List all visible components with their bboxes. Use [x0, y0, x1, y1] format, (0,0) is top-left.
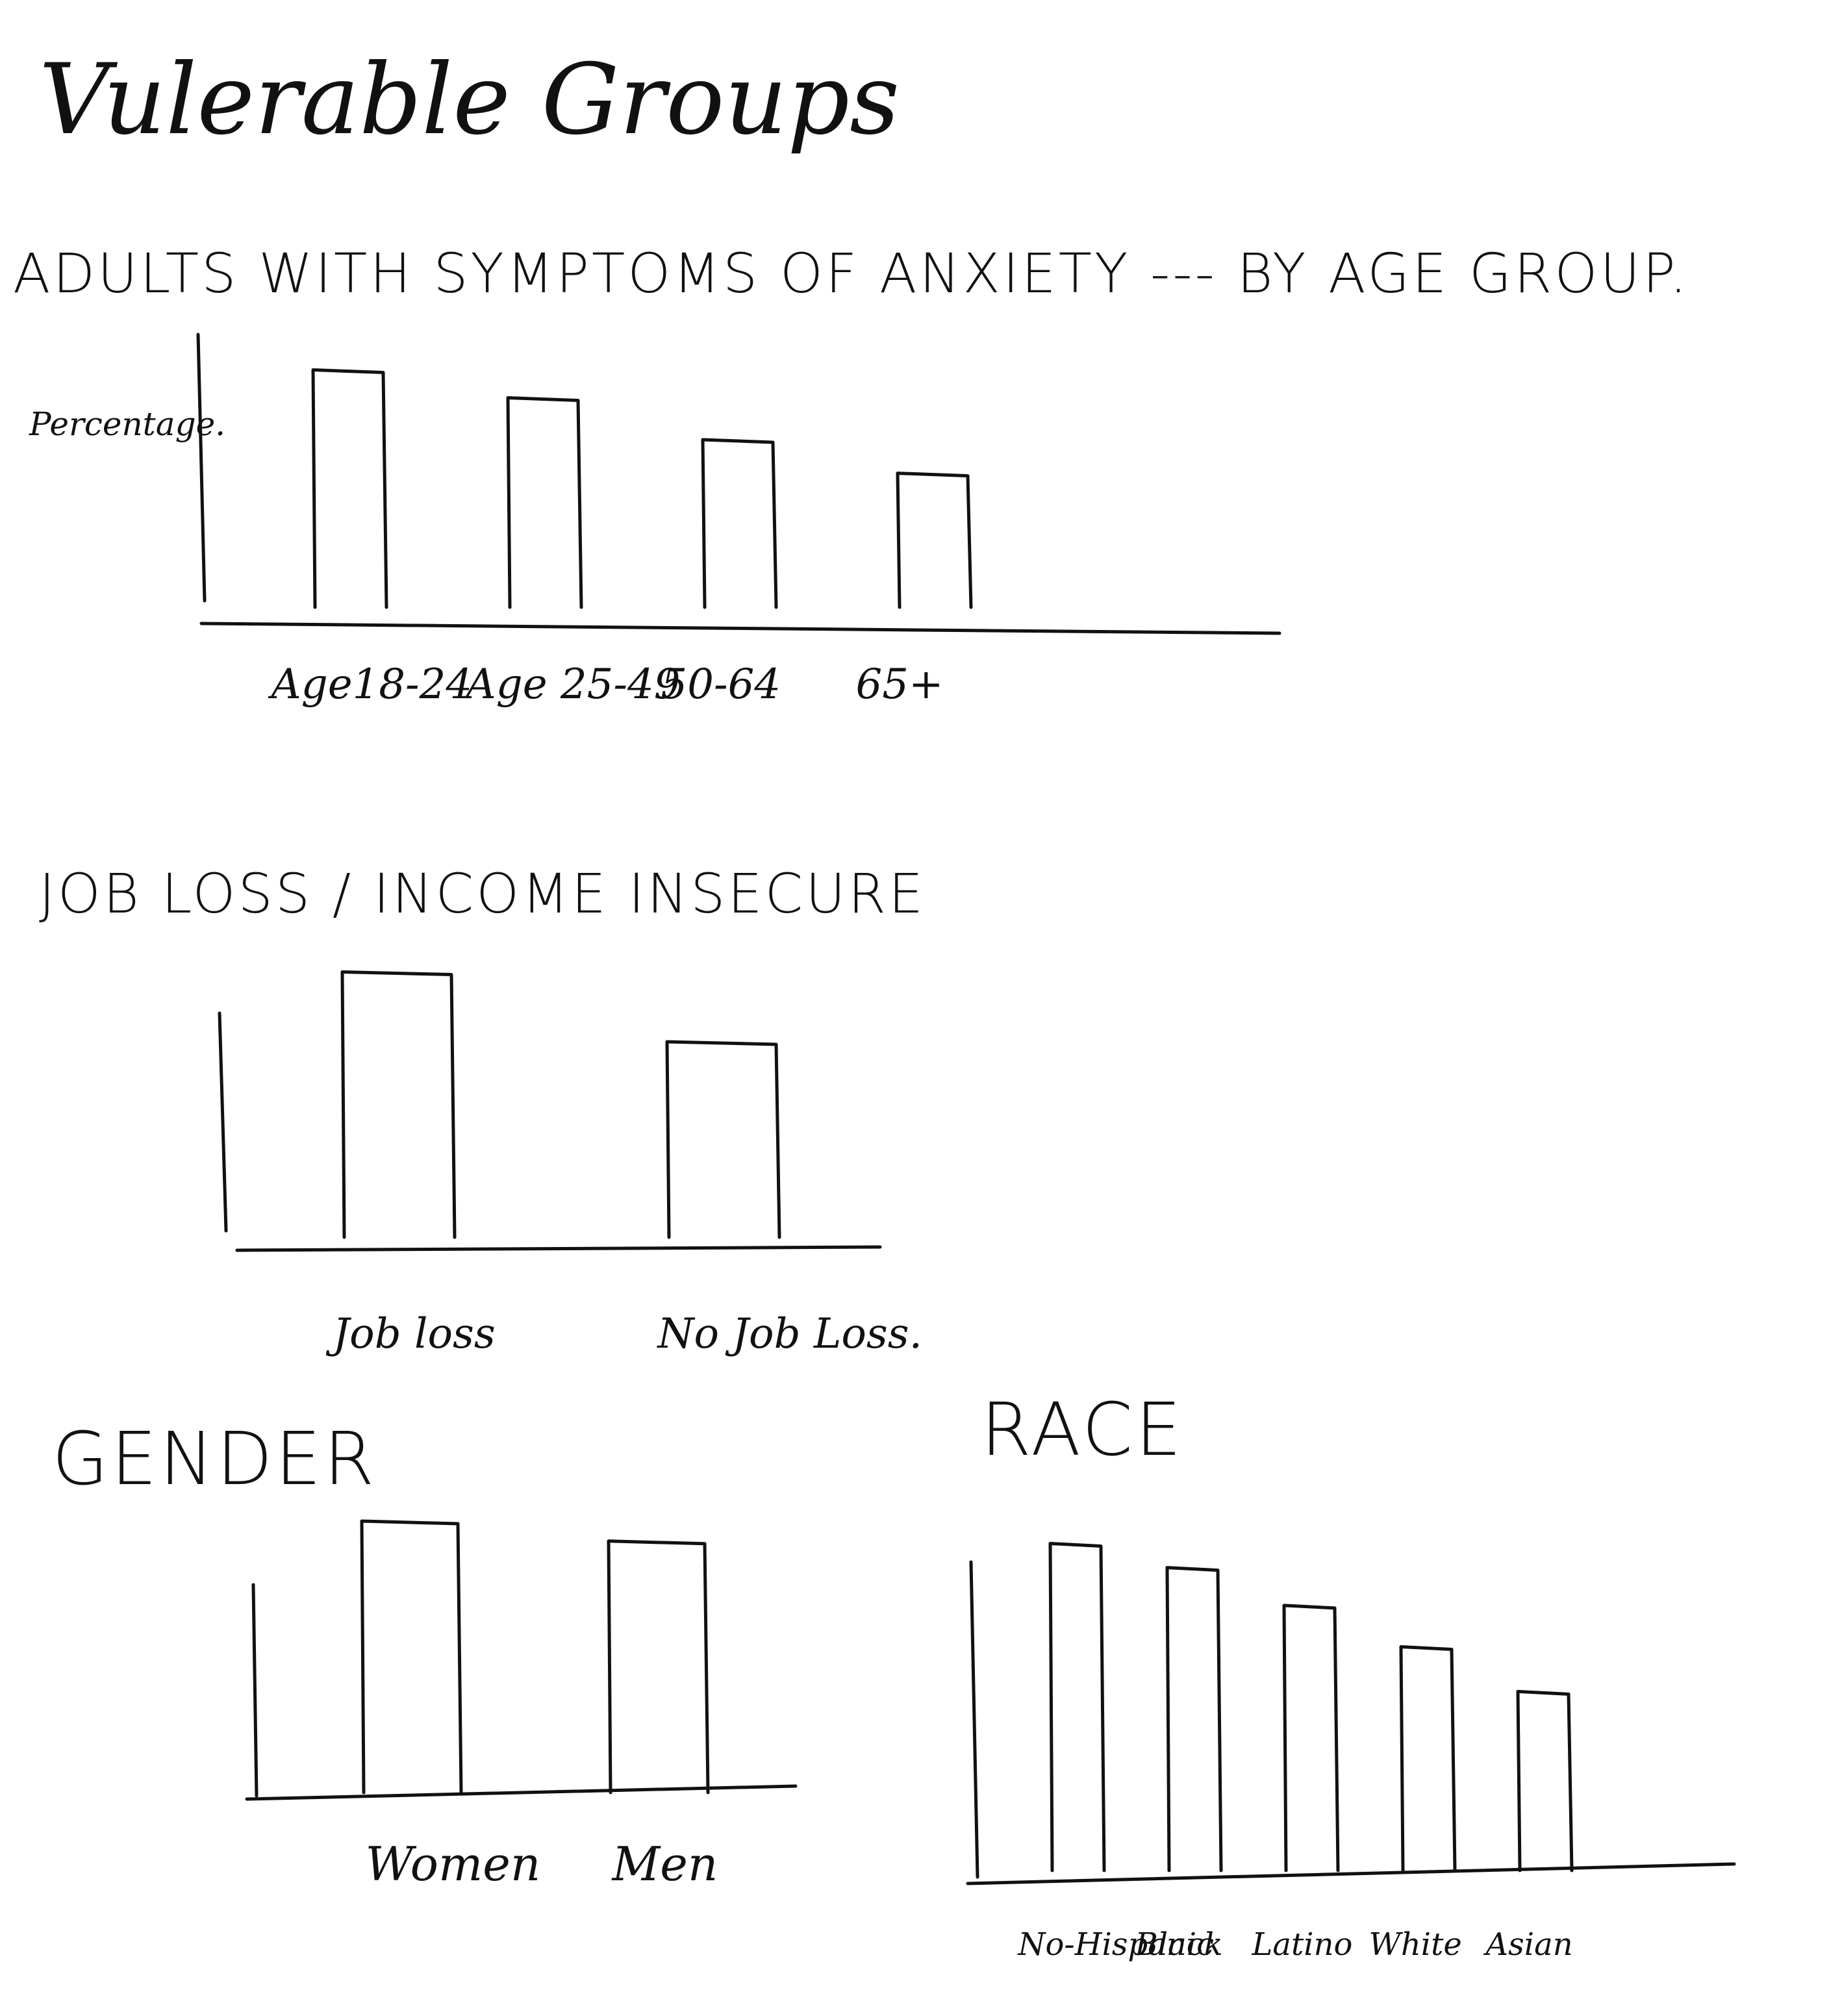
bar-1-1 [665, 1040, 781, 1239]
bar-1-0 [340, 970, 457, 1239]
chart-gender: GENDER Women Men [52, 1417, 798, 1891]
tick-label-2-1: Men [611, 1837, 718, 1891]
bars-race [1048, 1542, 1574, 1872]
chart-title-race: RACE [981, 1388, 1184, 1472]
x-axis-race [966, 1862, 1736, 1885]
bar-0-1 [506, 396, 583, 609]
chart-job-loss: JOB LOSS / INCOME INSECURE Job loss No Jo… [39, 862, 926, 1358]
bar-3-0 [1048, 1542, 1106, 1872]
page-title: Vulerable Groups [39, 44, 900, 157]
y-axis-race [969, 1560, 979, 1879]
chart-title-job-loss: JOB LOSS / INCOME INSECURE [39, 862, 926, 926]
bar-3-1 [1165, 1566, 1223, 1872]
tick-label-0-0: Age18-24 [268, 661, 473, 709]
bar-0-2 [701, 438, 778, 609]
bar-0-3 [896, 472, 973, 609]
chart-anxiety-by-age: ADULTS WITH SYMPTOMS OF ANXIETY --- BY A… [13, 242, 1689, 709]
bar-2-0 [360, 1519, 463, 1795]
x-axis-gender [245, 1784, 798, 1801]
chart-title-gender: GENDER [52, 1417, 377, 1502]
tick-label-0-3: 65+ [856, 661, 944, 709]
tick-labels-job-loss: Job loss No Job Loss. [326, 1310, 922, 1358]
tick-label-0-1: Age 25-49 [463, 661, 681, 709]
x-axis-anxiety [199, 622, 1281, 635]
tick-label-2-0: Women [366, 1837, 541, 1891]
tick-label-3-4: Asian [1483, 1926, 1573, 1963]
bar-3-2 [1282, 1604, 1340, 1872]
bar-2-1 [607, 1539, 710, 1795]
tick-label-3-2: Latino [1252, 1926, 1353, 1963]
y-axis-anxiety [196, 333, 207, 603]
bars-job-loss [340, 970, 781, 1239]
y-axis-job-loss [218, 1011, 228, 1233]
bar-0-0 [311, 368, 388, 609]
tick-label-3-3: White [1369, 1926, 1462, 1963]
x-axis-job-loss [235, 1245, 882, 1252]
chart-title-anxiety: ADULTS WITH SYMPTOMS OF ANXIETY --- BY A… [13, 242, 1689, 305]
bar-3-3 [1399, 1645, 1457, 1872]
tick-label-0-2: 50-64 [661, 661, 781, 709]
tick-label-1-0: Job loss [326, 1310, 496, 1358]
y-axis-label-anxiety: Percentage. [29, 405, 225, 443]
y-axis-gender [251, 1583, 259, 1798]
bars-anxiety [311, 368, 973, 609]
tick-labels-gender: Women Men [366, 1837, 718, 1891]
tick-label-3-1: Black [1135, 1926, 1223, 1963]
tick-label-1-1: No Job Loss. [657, 1310, 922, 1358]
bars-gender [360, 1519, 710, 1795]
bar-3-4 [1516, 1689, 1574, 1872]
tick-label-3-0: No-Hispanic [1018, 1926, 1214, 1963]
